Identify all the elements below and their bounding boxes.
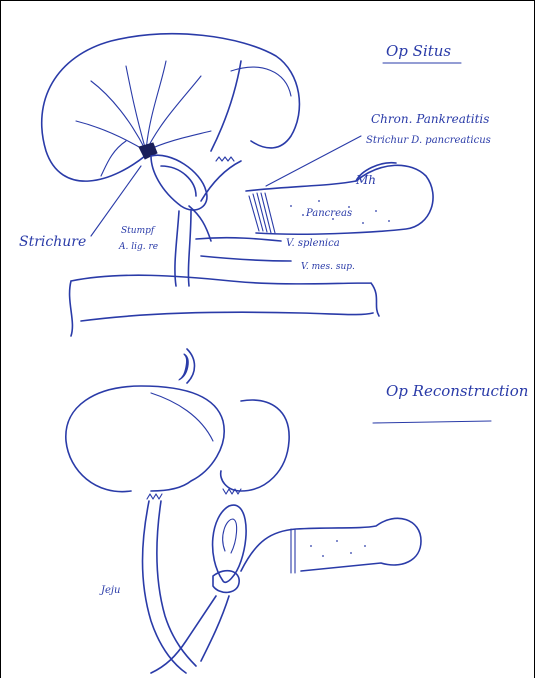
- anastomosis-stitches: [147, 494, 162, 499]
- colon-outline: [70, 275, 379, 336]
- label-jejunum: Jeju: [99, 585, 120, 596]
- situs-title: Op Situs: [386, 42, 451, 60]
- pj-loop-inner: [223, 519, 237, 553]
- reconstruction-drawing: [66, 386, 421, 673]
- vessel-branch: [189, 206, 211, 241]
- pancreas-remnant-seam: [291, 529, 295, 573]
- papilla-frills: [216, 157, 234, 161]
- jejunal-tail-left: [151, 596, 216, 673]
- jejunal-tail-right: [201, 596, 229, 661]
- label-splenic-vein: V. splenica: [286, 238, 340, 249]
- label-mes-vein: V. mes. sup.: [301, 262, 355, 272]
- leader-diagnosis: [266, 136, 361, 186]
- label-pancreas: Pancreas: [305, 208, 352, 219]
- liver-crease: [151, 393, 213, 441]
- label-stump-2: A. lig. re: [118, 242, 158, 252]
- sma-vessel-right: [188, 211, 191, 286]
- liver-lower-lobe: [211, 61, 241, 151]
- jejunal-limb-right: [157, 501, 196, 666]
- reconstruction-title-underline: [373, 421, 491, 423]
- splenic-vein: [196, 238, 281, 241]
- label-stump-1: Stumpf: [121, 226, 156, 236]
- reconstruction-title: Op Reconstruction: [386, 382, 528, 400]
- label-tail: Mh: [355, 173, 376, 187]
- label-diagnosis-1: Chron. Pankreatitis: [371, 112, 489, 126]
- divider-mark: ): [178, 349, 191, 384]
- stomach-outline: [221, 400, 289, 491]
- pancreas-body: [246, 165, 433, 234]
- pancreas-remnant-dots: [310, 540, 366, 557]
- label-stricture: Strichure: [19, 234, 86, 250]
- pancreas-remnant: [241, 518, 421, 571]
- liver-outline: [42, 34, 300, 181]
- liver-outline-2: [66, 386, 224, 492]
- bile-ducts: [76, 61, 211, 176]
- duodenal-loop: [151, 155, 207, 210]
- liver-inner-edge: [231, 67, 291, 96]
- stricture-mark: [139, 143, 157, 159]
- label-diagnosis-2: Strichur D. pancreaticus: [366, 135, 491, 146]
- pancreas-fibrosis: [249, 193, 275, 233]
- sma-vessel-left: [175, 211, 179, 286]
- mesenteric-vein: [201, 256, 291, 261]
